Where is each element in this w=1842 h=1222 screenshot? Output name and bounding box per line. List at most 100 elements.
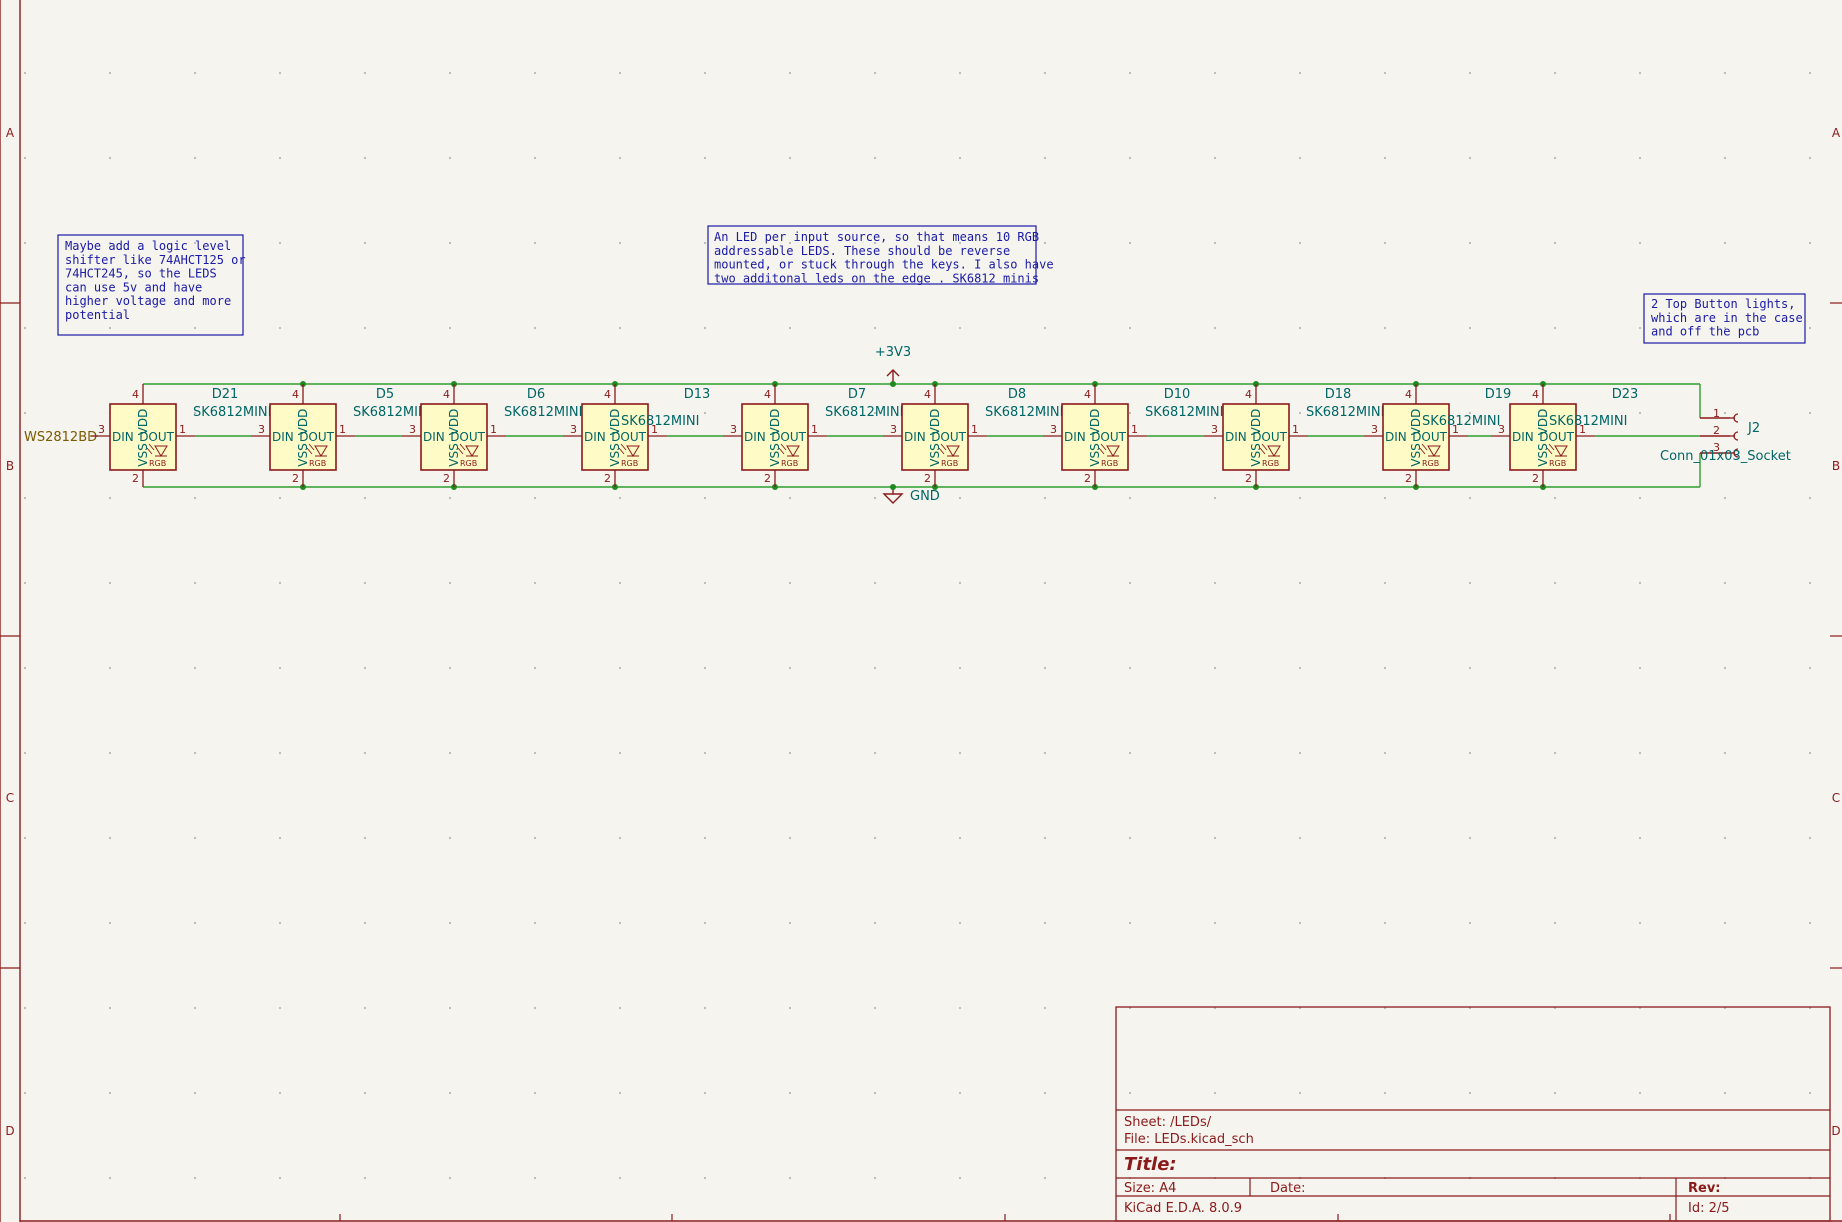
title-block: Sheet: /LEDs/ File: LEDs.kicad_sch Title… bbox=[1115, 1006, 1831, 1222]
pin-number: 1 bbox=[1292, 423, 1299, 436]
pin-number: 3 bbox=[1050, 423, 1057, 436]
led-reference: D23 bbox=[1612, 387, 1639, 402]
led-glyph-icon bbox=[457, 443, 479, 457]
pin-vss-label: VSS bbox=[1249, 443, 1263, 466]
row-letter: D bbox=[1831, 1124, 1840, 1138]
title-block-sheet: Sheet: /LEDs/ bbox=[1124, 1115, 1212, 1130]
led-reference: D10 bbox=[1164, 387, 1191, 402]
pin-vdd-label: VDD bbox=[928, 409, 942, 436]
led-glyph-icon bbox=[1419, 443, 1441, 457]
pin-dout-label: DOUT bbox=[1091, 430, 1126, 444]
led-reference: D6 bbox=[527, 387, 545, 402]
row-letter: C bbox=[1832, 791, 1840, 805]
title-block-rev: Rev: bbox=[1688, 1181, 1721, 1196]
row-letter: D bbox=[5, 1124, 14, 1138]
pin-number: 3 bbox=[1371, 423, 1378, 436]
pin-dout-label: DOUT bbox=[1252, 430, 1287, 444]
led-value: SK6812MINI bbox=[621, 414, 699, 429]
pin-number: 4 bbox=[1405, 388, 1412, 401]
note-line: potential bbox=[65, 308, 130, 322]
pin-number: 2 bbox=[924, 472, 931, 485]
led-value: SK6812MINI bbox=[1306, 405, 1384, 420]
pin-din-label: DIN bbox=[1512, 430, 1534, 444]
led-reference: D18 bbox=[1325, 387, 1352, 402]
led-value: SK6812MINI bbox=[504, 405, 582, 420]
pin-number: 3 bbox=[1498, 423, 1505, 436]
pin-dout-label: DOUT bbox=[299, 430, 334, 444]
row-letter: A bbox=[6, 126, 15, 140]
pin-number: 4 bbox=[443, 388, 450, 401]
row-letter: B bbox=[1832, 459, 1840, 473]
note-line: An LED per input source, so that means 1… bbox=[714, 230, 1039, 244]
pin-vss-label: VSS bbox=[1088, 443, 1102, 466]
pin-vss-label: VSS bbox=[1536, 443, 1550, 466]
pin-number: 1 bbox=[651, 423, 658, 436]
pin-dout-label: DOUT bbox=[931, 430, 966, 444]
pin-vdd-label: VDD bbox=[768, 409, 782, 436]
connector-value: Conn_01x03_Socket bbox=[1660, 449, 1791, 464]
pin-number: 4 bbox=[1532, 388, 1539, 401]
net-label-ws2812bd: WS2812BD bbox=[24, 430, 97, 445]
connector-pin-number: 1 bbox=[1713, 407, 1720, 420]
pin-din-label: DIN bbox=[423, 430, 445, 444]
pin-din-label: DIN bbox=[1064, 430, 1086, 444]
svg-text:Maybe add a logic level: Maybe add a logic level shifter like 74A… bbox=[65, 239, 253, 322]
svg-text:WS2812BD: WS2812BD bbox=[24, 430, 97, 445]
led-glyph-icon bbox=[618, 443, 640, 457]
title-block-id: Id: 2/5 bbox=[1688, 1201, 1730, 1216]
pin-number: 1 bbox=[1579, 423, 1586, 436]
rgb-label: RGB bbox=[781, 459, 798, 468]
row-letter: B bbox=[6, 459, 14, 473]
pin-number: 4 bbox=[292, 388, 299, 401]
pin-number: 4 bbox=[604, 388, 611, 401]
note-line: mounted, or stuck through the keys. I al… bbox=[714, 258, 1054, 272]
pin-dout-label: DOUT bbox=[771, 430, 806, 444]
pin-number: 3 bbox=[258, 423, 265, 436]
power-3v3-label: +3V3 bbox=[875, 345, 911, 360]
pin-vss-label: VSS bbox=[136, 443, 150, 466]
led-glyph-icon bbox=[1098, 443, 1120, 457]
pin-number: 1 bbox=[490, 423, 497, 436]
connector-pin-number: 2 bbox=[1713, 424, 1720, 437]
pin-din-label: DIN bbox=[272, 430, 294, 444]
pin-dout-label: DOUT bbox=[611, 430, 646, 444]
led-reference: D13 bbox=[684, 387, 711, 402]
rgb-label: RGB bbox=[1422, 459, 1439, 468]
pin-number: 4 bbox=[132, 388, 139, 401]
pin-dout-label: DOUT bbox=[1412, 430, 1447, 444]
note-line: addressable LEDS. These should be revers… bbox=[714, 244, 1010, 258]
pin-din-label: DIN bbox=[112, 430, 134, 444]
rgb-label: RGB bbox=[941, 459, 958, 468]
column-ticks bbox=[339, 1214, 1671, 1221]
pin-vdd-label: VDD bbox=[1536, 409, 1550, 436]
led-glyph-icon bbox=[1259, 443, 1281, 457]
pin-din-label: DIN bbox=[1385, 430, 1407, 444]
note-top-button: 2 Top Button lights, which are in the ca… bbox=[1643, 293, 1806, 344]
pin-din-label: DIN bbox=[584, 430, 606, 444]
pin-number: 4 bbox=[764, 388, 771, 401]
pin-vdd-label: VDD bbox=[136, 409, 150, 436]
pin-vdd-label: VDD bbox=[1088, 409, 1102, 436]
note-line: and off the pcb bbox=[1651, 325, 1759, 339]
led-glyph-icon bbox=[1546, 443, 1568, 457]
led-value: SK6812MINI bbox=[825, 405, 903, 420]
connector-pin-number: 3 bbox=[1713, 441, 1720, 454]
note-line: higher voltage and more bbox=[65, 294, 231, 308]
background-grid bbox=[23, 71, 1812, 1180]
pin-number: 3 bbox=[409, 423, 416, 436]
pin-number: 3 bbox=[98, 423, 105, 436]
pin-number: 1 bbox=[1131, 423, 1138, 436]
led-value: SK6812MINI bbox=[985, 405, 1063, 420]
led-glyph-icon bbox=[146, 443, 168, 457]
pin-number: 4 bbox=[924, 388, 931, 401]
pin-dout-label: DOUT bbox=[450, 430, 485, 444]
